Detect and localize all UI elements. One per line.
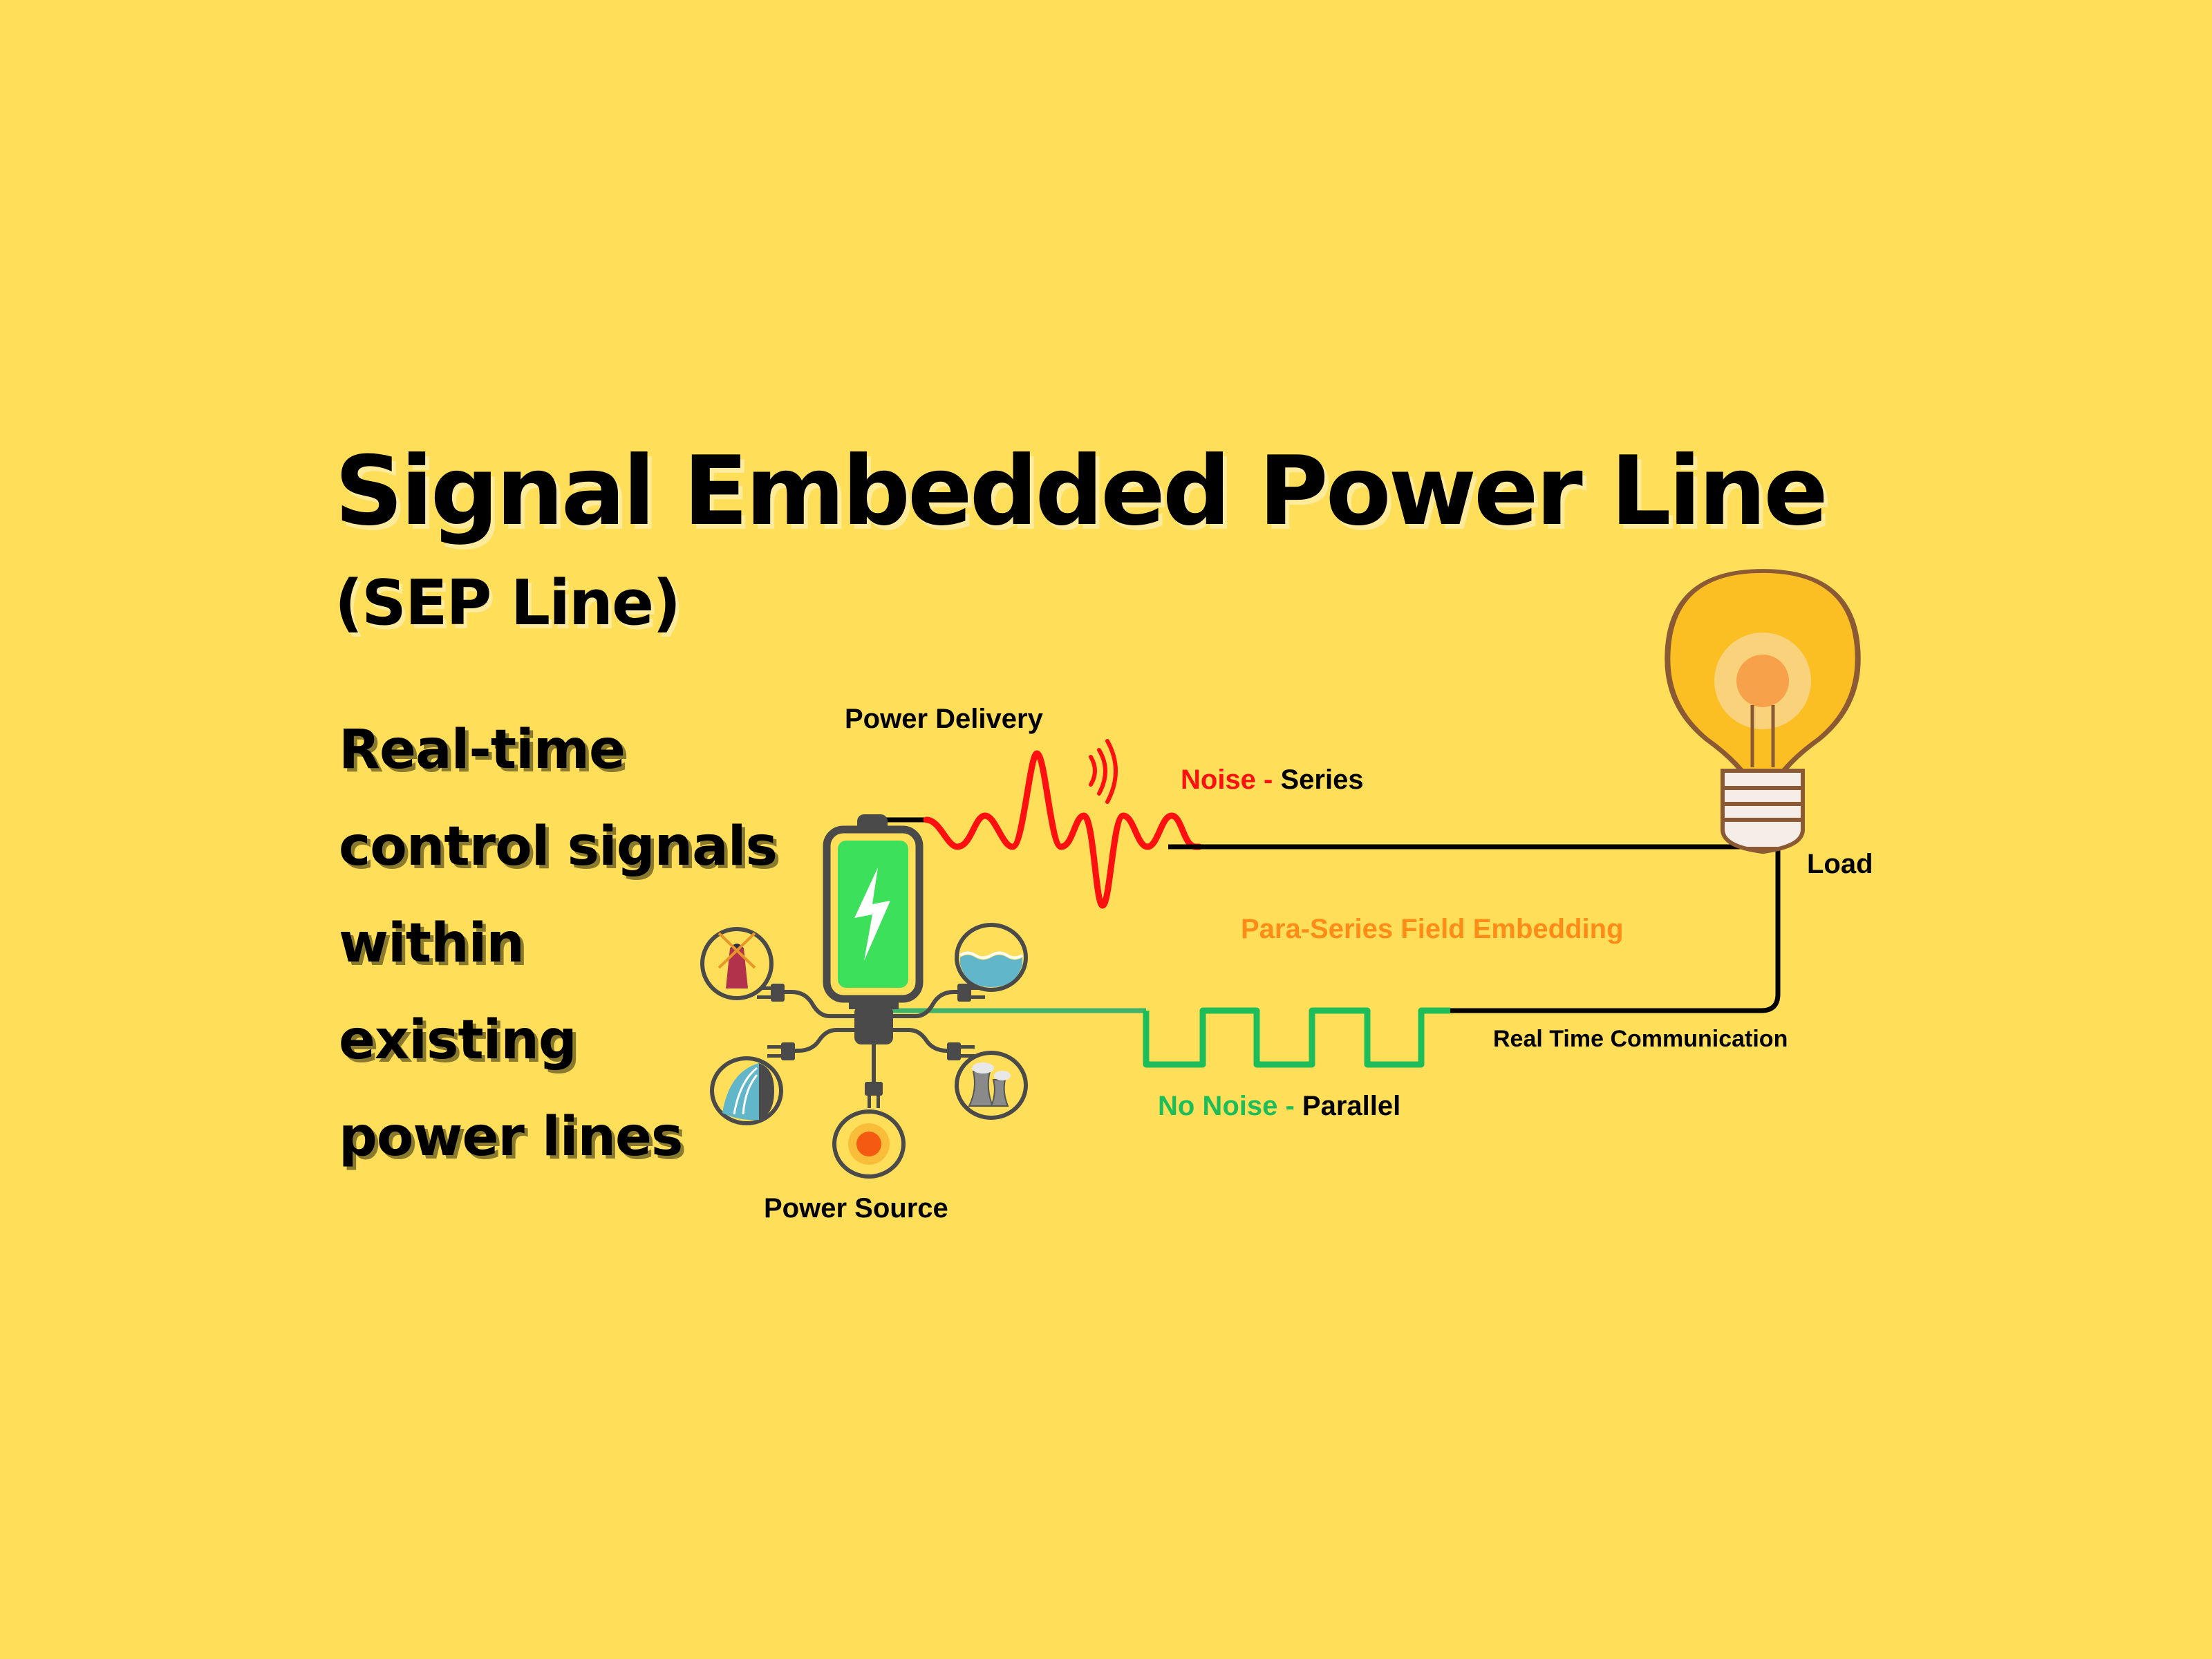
- water-source-icon: [955, 923, 1028, 992]
- noise-label: Noise -: [1181, 765, 1281, 795]
- load-label: Load: [1807, 849, 1873, 879]
- tagline-line-5: power lines: [339, 1106, 683, 1168]
- power-source-label: Power Source: [764, 1193, 948, 1224]
- windmill-source-icon: [700, 927, 774, 1000]
- no-noise-parallel-label: No Noise - Parallel: [1158, 1091, 1400, 1122]
- noise-wave: [923, 750, 1203, 909]
- tagline-line-1: Real-time: [339, 719, 626, 781]
- solar-source-icon: [832, 1109, 906, 1179]
- light-bulb-load-icon: [1665, 569, 1861, 854]
- noise-series-label: Noise - Series: [1181, 765, 1364, 796]
- hydro-dam-source-icon: [710, 1056, 783, 1125]
- no-noise-label: No Noise -: [1158, 1091, 1302, 1121]
- para-series-label: Para-Series Field Embedding: [1241, 914, 1624, 944]
- power-delivery-label: Power Delivery: [845, 704, 1043, 734]
- battery-icon: [823, 814, 924, 1044]
- page-subtitle: (SEP Line): [335, 567, 681, 639]
- square-wave-signal: [1143, 1007, 1450, 1068]
- signal-emission-icon: [1089, 739, 1118, 804]
- tagline-line-4: existing: [339, 1009, 577, 1071]
- brain-icon: [1736, 655, 1789, 707]
- tagline-line-2: control signals: [339, 816, 778, 878]
- load-return-wire: [1450, 847, 1781, 1013]
- power-cables: [781, 990, 961, 1085]
- parallel-label: Parallel: [1302, 1091, 1401, 1121]
- page-title: Signal Embedded Power Line: [335, 435, 1828, 547]
- series-label: Series: [1280, 765, 1364, 795]
- lightning-bolt-icon: [854, 868, 890, 961]
- nuclear-plant-source-icon: [955, 1051, 1028, 1120]
- plug-icons: [757, 984, 985, 1108]
- tagline-line-3: within: [339, 912, 525, 975]
- real-time-communication-label: Real Time Communication: [1493, 1026, 1788, 1052]
